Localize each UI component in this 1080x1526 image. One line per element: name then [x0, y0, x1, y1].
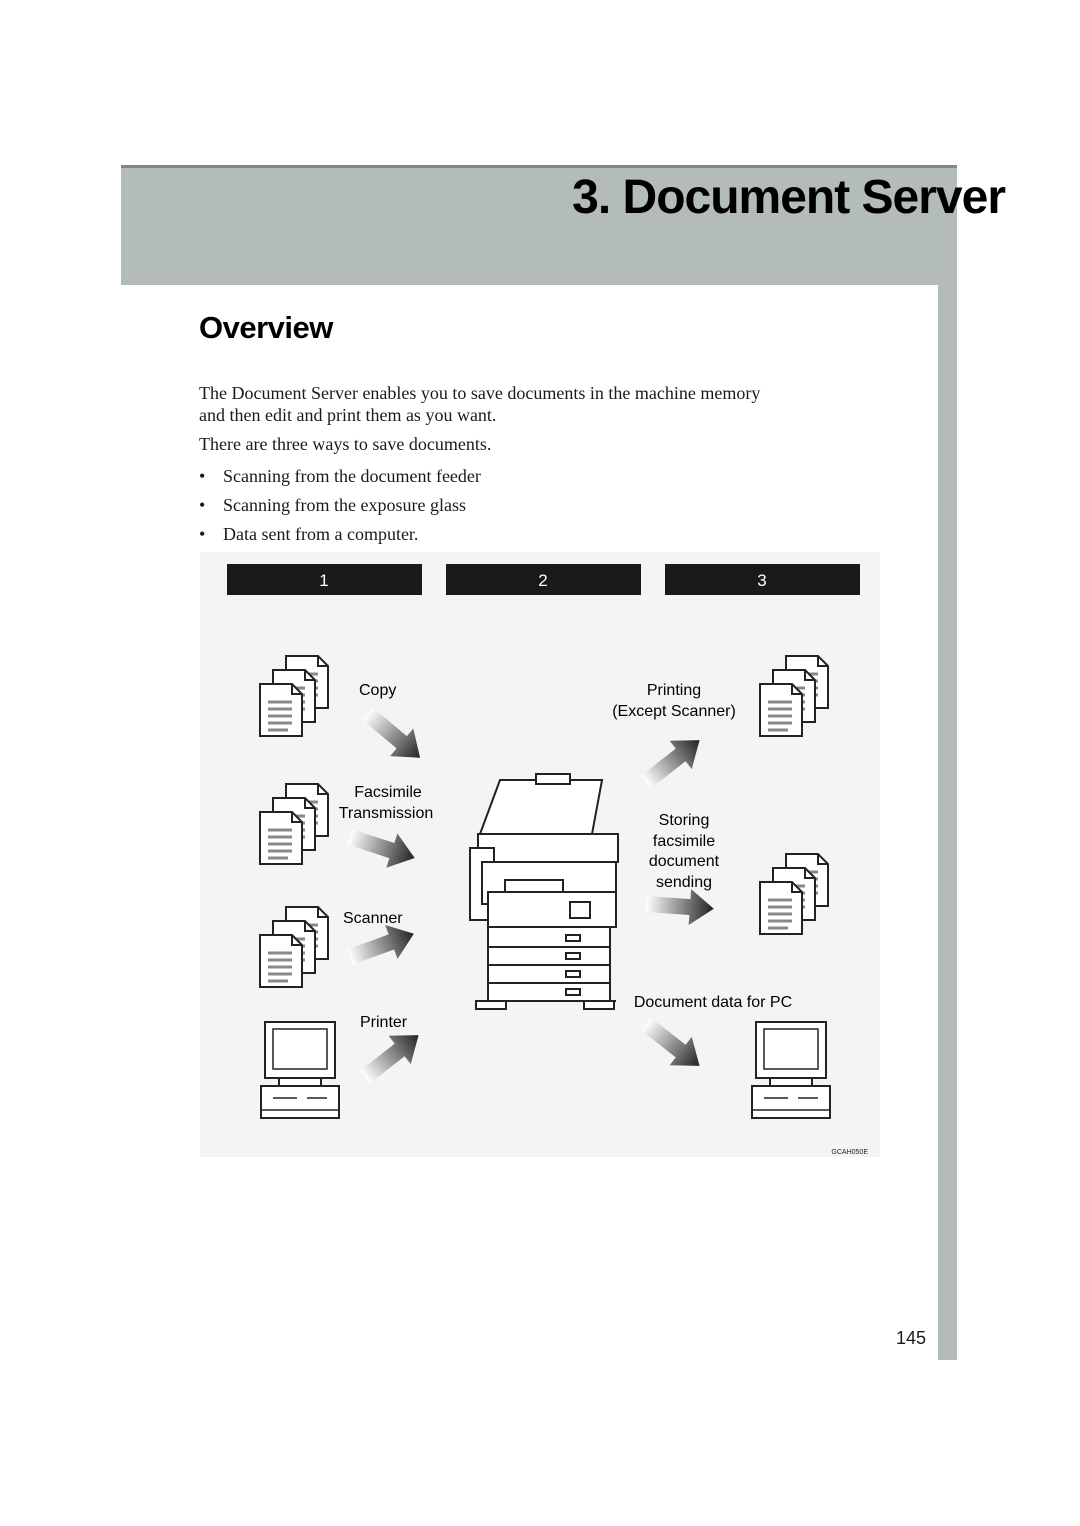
list-item: •Data sent from a computer. — [199, 520, 481, 549]
intro-line-1: The Document Server enables you to save … — [199, 383, 761, 403]
label-copy: Copy — [359, 682, 396, 699]
bullet-icon: • — [199, 495, 206, 515]
intro-line-2: and then edit and print them as you want… — [199, 405, 497, 425]
chapter-title: 3. Document Server — [572, 171, 1006, 224]
step-tab-1-label: 1 — [319, 571, 328, 590]
label-printing-line2: (Except Scanner) — [612, 703, 736, 720]
step-tab-2: 2 — [446, 564, 641, 595]
label-storing-line2: facsimile — [653, 833, 715, 850]
label-storing-line3: document — [649, 853, 720, 870]
step-tab-3-label: 3 — [757, 571, 766, 590]
bullet-icon: • — [199, 466, 206, 486]
bullet-icon: • — [199, 524, 206, 544]
label-storing-line4: sending — [656, 874, 712, 891]
list-item: •Scanning from the document feeder — [199, 462, 481, 491]
label-facsimile-line1: Facsimile — [354, 784, 422, 801]
label-facsimile-line2: Transmission — [339, 805, 434, 822]
document-server-diagram: 1 2 3 Copy Facsimile Transmission Scanne… — [200, 552, 880, 1157]
page-number: 145 — [896, 1328, 927, 1348]
label-printing-line1: Printing — [647, 682, 701, 699]
figure-code: GCAH050E — [831, 1149, 868, 1156]
chapter-side-bar — [938, 285, 957, 1360]
chapter-banner — [121, 165, 957, 285]
section-title: Overview — [199, 310, 333, 345]
copier-machine-icon — [469, 773, 619, 1010]
step-tab-1: 1 — [227, 564, 422, 595]
list-item: •Scanning from the exposure glass — [199, 491, 481, 520]
step-tab-3: 3 — [665, 564, 860, 595]
intro-paragraph: The Document Server enables you to save … — [199, 382, 889, 426]
label-document-data: Document data for PC — [634, 994, 792, 1011]
label-storing-line1: Storing — [659, 812, 710, 829]
label-printer: Printer — [360, 1014, 408, 1031]
label-scanner: Scanner — [343, 910, 403, 927]
pc-computer-icon — [751, 1021, 831, 1119]
printer-computer-icon — [260, 1021, 340, 1119]
save-methods-list: •Scanning from the document feeder •Scan… — [199, 462, 481, 549]
ways-paragraph: There are three ways to save documents. — [199, 434, 492, 454]
step-tab-2-label: 2 — [538, 571, 547, 590]
